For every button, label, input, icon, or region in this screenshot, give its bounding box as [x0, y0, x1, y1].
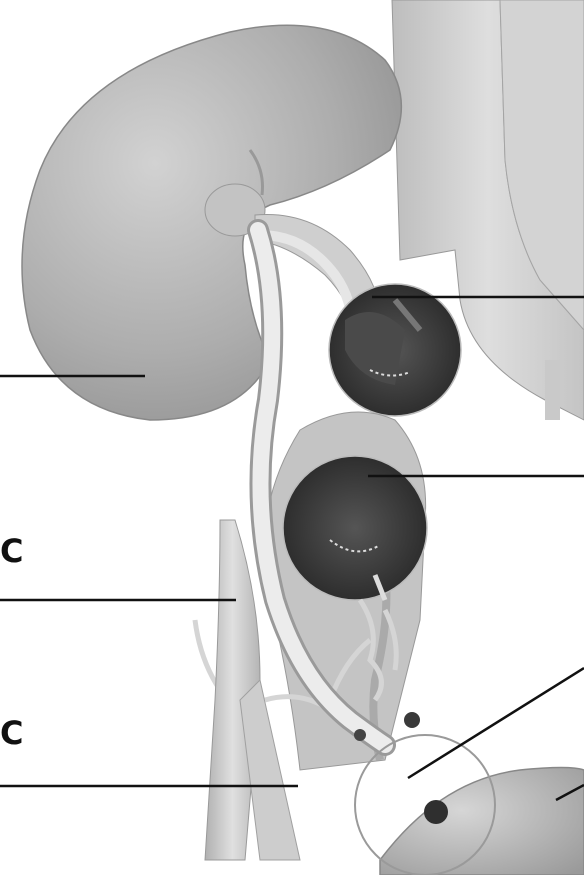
- label-fragment-2: C: [0, 714, 24, 752]
- upper-anastomosis: [329, 284, 461, 416]
- leader-ureter: [408, 668, 584, 778]
- label-fragment-1: C: [0, 532, 24, 570]
- lower-anastomosis: [283, 456, 427, 600]
